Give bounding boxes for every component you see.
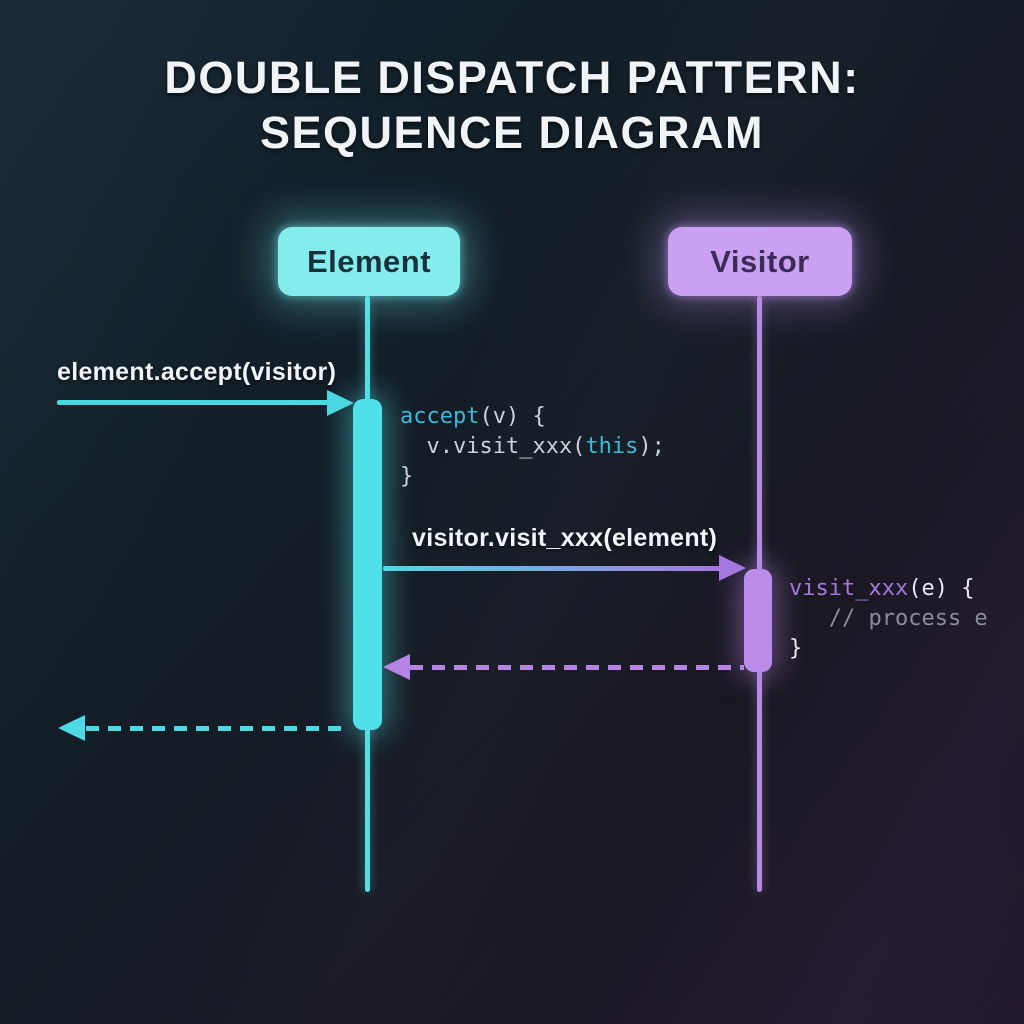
code-token-plain: } (400, 464, 414, 489)
message-label-accept: element.accept(visitor) (57, 358, 337, 386)
arrowhead-left-icon (383, 654, 410, 680)
message-label-visit: visitor.visit_xxx(element) (412, 524, 718, 552)
arrowhead-right-icon (719, 555, 746, 581)
code-token-keyword: this (585, 434, 639, 459)
actor-box-visitor: Visitor (668, 227, 852, 296)
diagram-title: DOUBLE DISPATCH PATTERN: SEQUENCE DIAGRA… (0, 50, 1024, 160)
code-token-keyword: visit_xxx (789, 576, 909, 601)
code-snippet-accept: accept(v) { v.visit_xxx(this); } (400, 402, 665, 492)
actor-box-element: Element (278, 227, 460, 296)
code-token-plain: } (789, 636, 803, 661)
visitor-activation-bar (744, 569, 772, 672)
return-arrow-visit (410, 665, 744, 670)
code-token-comment: // process e (789, 606, 988, 631)
return-arrow-accept (86, 726, 350, 731)
code-snippet-visit: visit_xxx(e) { // process e } (789, 574, 988, 664)
actor-label-element: Element (306, 243, 432, 279)
arrowhead-left-icon (58, 715, 85, 741)
title-line-1: DOUBLE DISPATCH PATTERN: (164, 52, 860, 103)
title-line-2: SEQUENCE DIAGRAM (259, 107, 765, 158)
arrowhead-right-icon (327, 390, 354, 416)
code-token-plain: (v) { (479, 404, 546, 429)
code-token-plain: ); (638, 434, 665, 459)
message-arrow-visit (383, 566, 721, 571)
code-token-plain: (e) { (908, 576, 975, 601)
actor-label-visitor: Visitor (710, 243, 810, 279)
code-token-keyword: accept (400, 404, 480, 429)
message-arrow-accept (57, 400, 329, 405)
code-token-plain: v.visit_xxx( (400, 434, 586, 459)
element-activation-bar (353, 399, 382, 730)
